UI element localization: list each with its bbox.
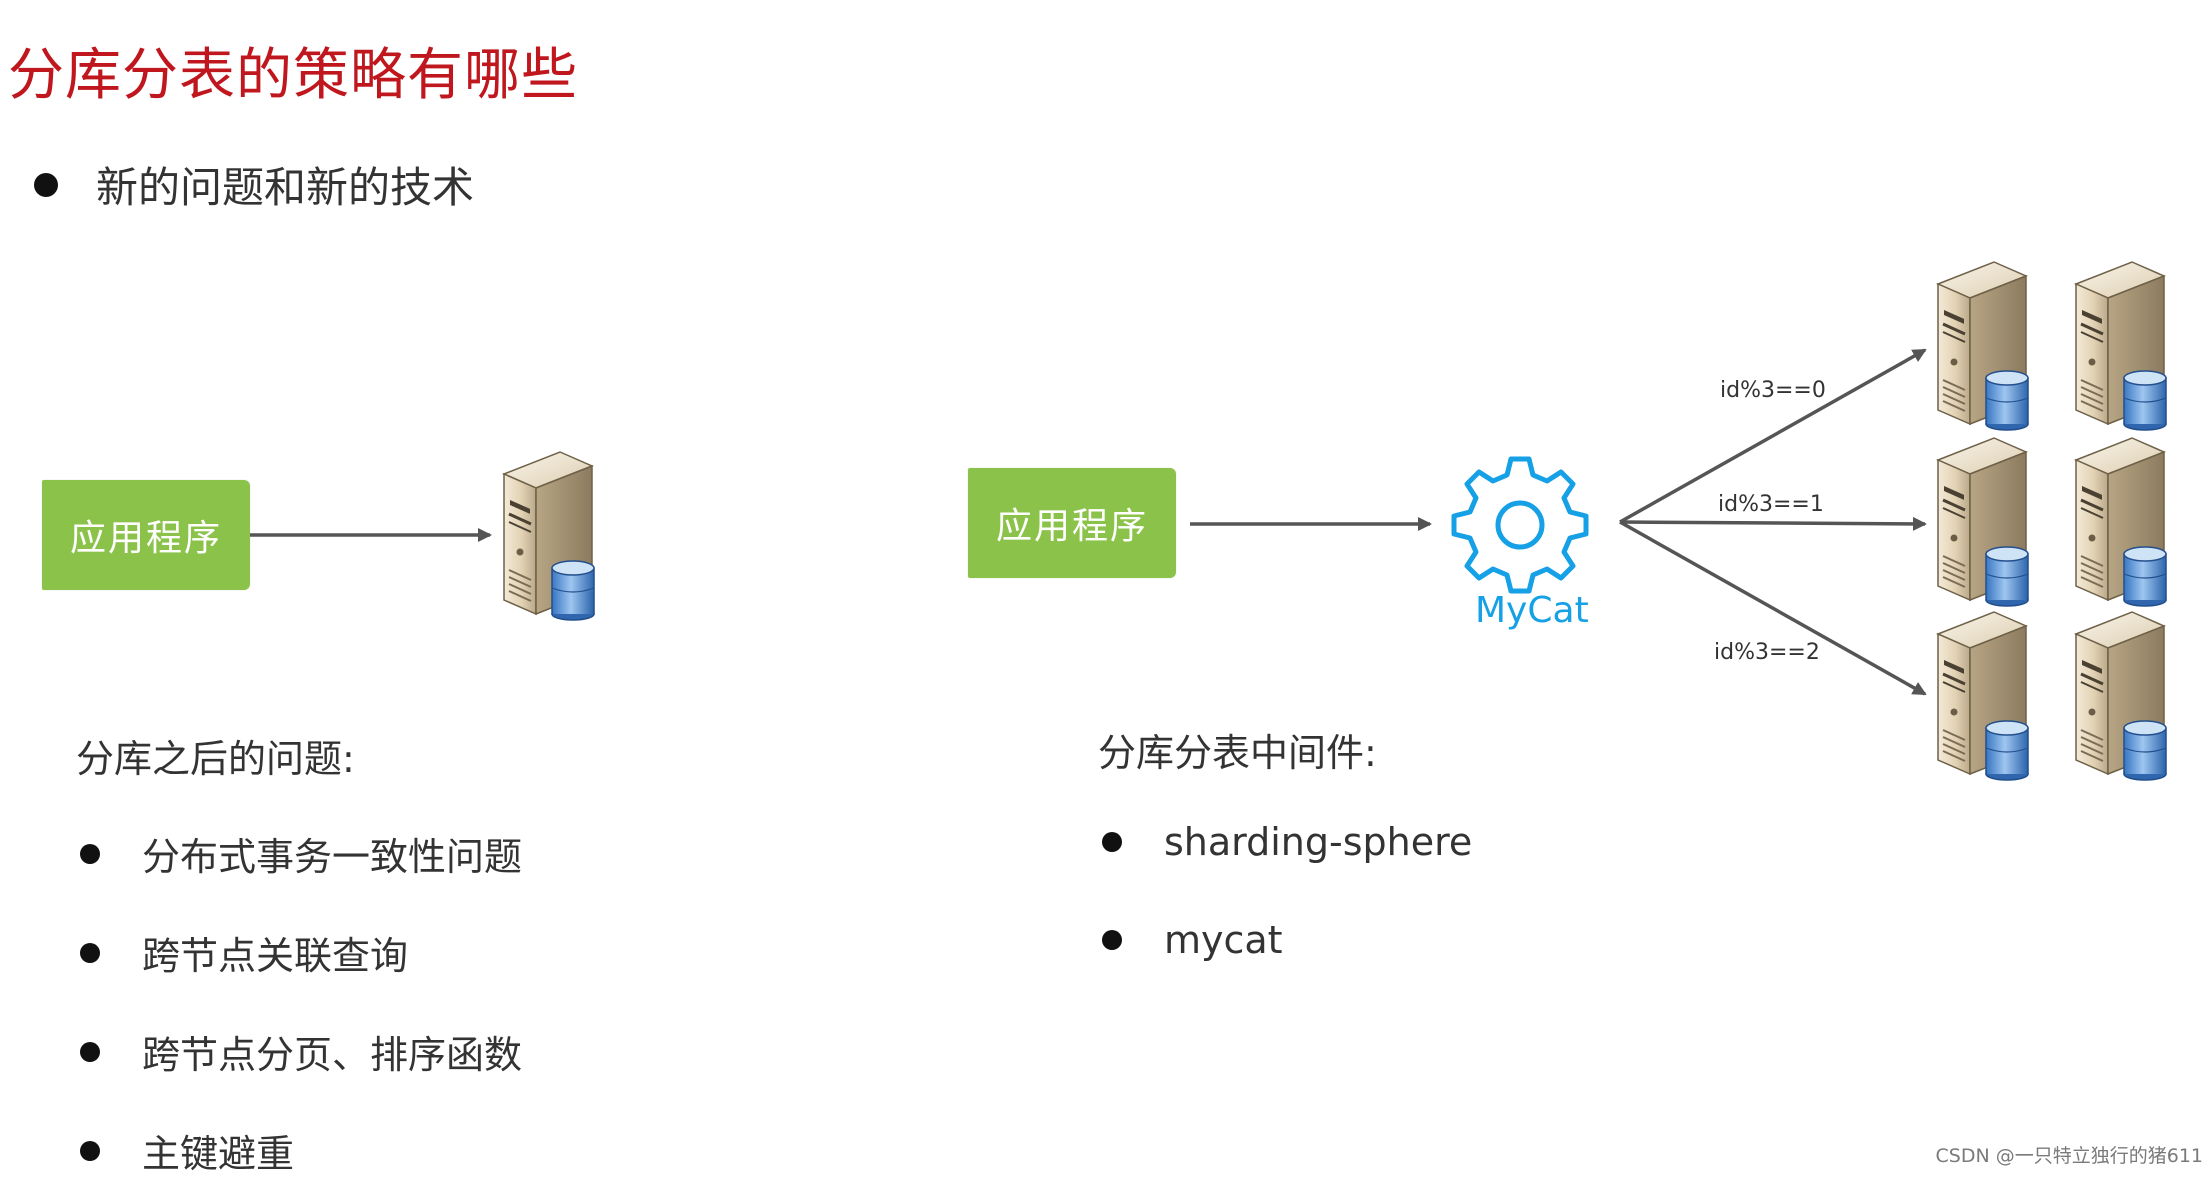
left-app-label: 应用程序: [69, 518, 222, 559]
watermark: CSDN @一只特立独行的猪611: [1935, 1145, 2203, 1167]
right-app-box: 应用程序: [968, 468, 1176, 578]
list-item: 跨节点分页、排序函数: [80, 1024, 522, 1079]
list-item: 跨节点关联查询: [80, 925, 408, 980]
server-with-database-icon: [2074, 610, 2168, 782]
list-item: mycat: [1102, 918, 1283, 962]
server-with-database-icon: [1936, 260, 2030, 432]
route-label-0: id%3==0: [1720, 378, 1826, 403]
problem-text: 跨节点关联查询: [142, 934, 409, 978]
server-with-database-icon: [502, 450, 596, 622]
bullet-dot: [34, 172, 58, 197]
server-with-database-icon: [1936, 610, 2030, 782]
middleware-text: mycat: [1164, 918, 1283, 962]
problem-text: 分布式事务一致性问题: [142, 835, 523, 879]
bullet-dot: [1102, 930, 1122, 950]
problems-heading: 分库之后的问题:: [76, 737, 355, 781]
bullet-dot: [1102, 832, 1122, 852]
server-with-database-icon: [1936, 436, 2030, 608]
bullet-dot: [80, 843, 100, 864]
middleware-text: sharding-sphere: [1164, 820, 1473, 864]
route-label-2: id%3==2: [1714, 640, 1820, 665]
list-item: sharding-sphere: [1102, 820, 1472, 864]
bullet-dot: [80, 1140, 100, 1161]
route-arrow-0: [1619, 348, 1927, 524]
problem-text: 主键避重: [142, 1132, 295, 1176]
problem-text: 跨节点分页、排序函数: [142, 1033, 523, 1077]
page-title: 分库分表的策略有哪些: [8, 43, 578, 108]
list-item: 分布式事务一致性问题: [80, 826, 522, 881]
right-app-label: 应用程序: [995, 506, 1148, 547]
mycat-label: MyCat: [1475, 590, 1589, 631]
route-arrow-1: [1619, 516, 1927, 531]
route-label-1: id%3==1: [1718, 492, 1824, 517]
list-item: 主键避重: [80, 1123, 294, 1178]
main-bullet-text: 新的问题和新的技术: [96, 163, 475, 212]
gear-icon: [1451, 456, 1589, 594]
server-with-database-icon: [2074, 436, 2168, 608]
route-arrow-2: [1619, 520, 1927, 696]
bullet-dot: [80, 1041, 100, 1062]
server-with-database-icon: [2074, 260, 2168, 432]
bullet-dot: [80, 942, 100, 963]
left-app-box: 应用程序: [42, 480, 250, 590]
main-bullet: 新的问题和新的技术: [34, 154, 474, 215]
middleware-heading: 分库分表中间件:: [1098, 731, 1377, 775]
